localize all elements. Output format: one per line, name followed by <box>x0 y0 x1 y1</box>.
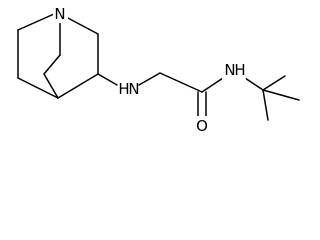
bond-tbutyl-methyl-bottom <box>262 89 269 121</box>
bond-n1-c-right <box>65 16 99 35</box>
bond-tbutyl-methyl-right <box>262 89 300 101</box>
atom-label-o: O <box>196 117 208 135</box>
bond-c3-nh <box>97 73 118 86</box>
bond-c-left-c-bottom <box>17 77 59 99</box>
bond-c-lower-c-bottom <box>43 73 59 99</box>
bond-nh-tbutyl <box>244 77 264 91</box>
bond-n1-c-top-left <box>17 13 55 31</box>
atom-label-amide-h: H <box>234 61 245 79</box>
bond-tbutyl-methyl-top <box>262 75 286 91</box>
atom-label-amide-n: N <box>224 61 235 79</box>
bond-carbonyl-nh <box>201 77 224 93</box>
bond-ch2-carbonyl <box>159 72 203 93</box>
atom-label-amine-h: H <box>118 80 129 98</box>
bond-nh-ch2 <box>138 72 161 86</box>
atom-label-amine-n: N <box>128 80 139 98</box>
atom-label-n1: N <box>54 5 65 23</box>
molecule-structure-diagram: N H N N H O <box>17 5 300 135</box>
bond-c3-c-bottom <box>57 73 99 99</box>
bond-c-mid-c-lower <box>43 54 61 75</box>
